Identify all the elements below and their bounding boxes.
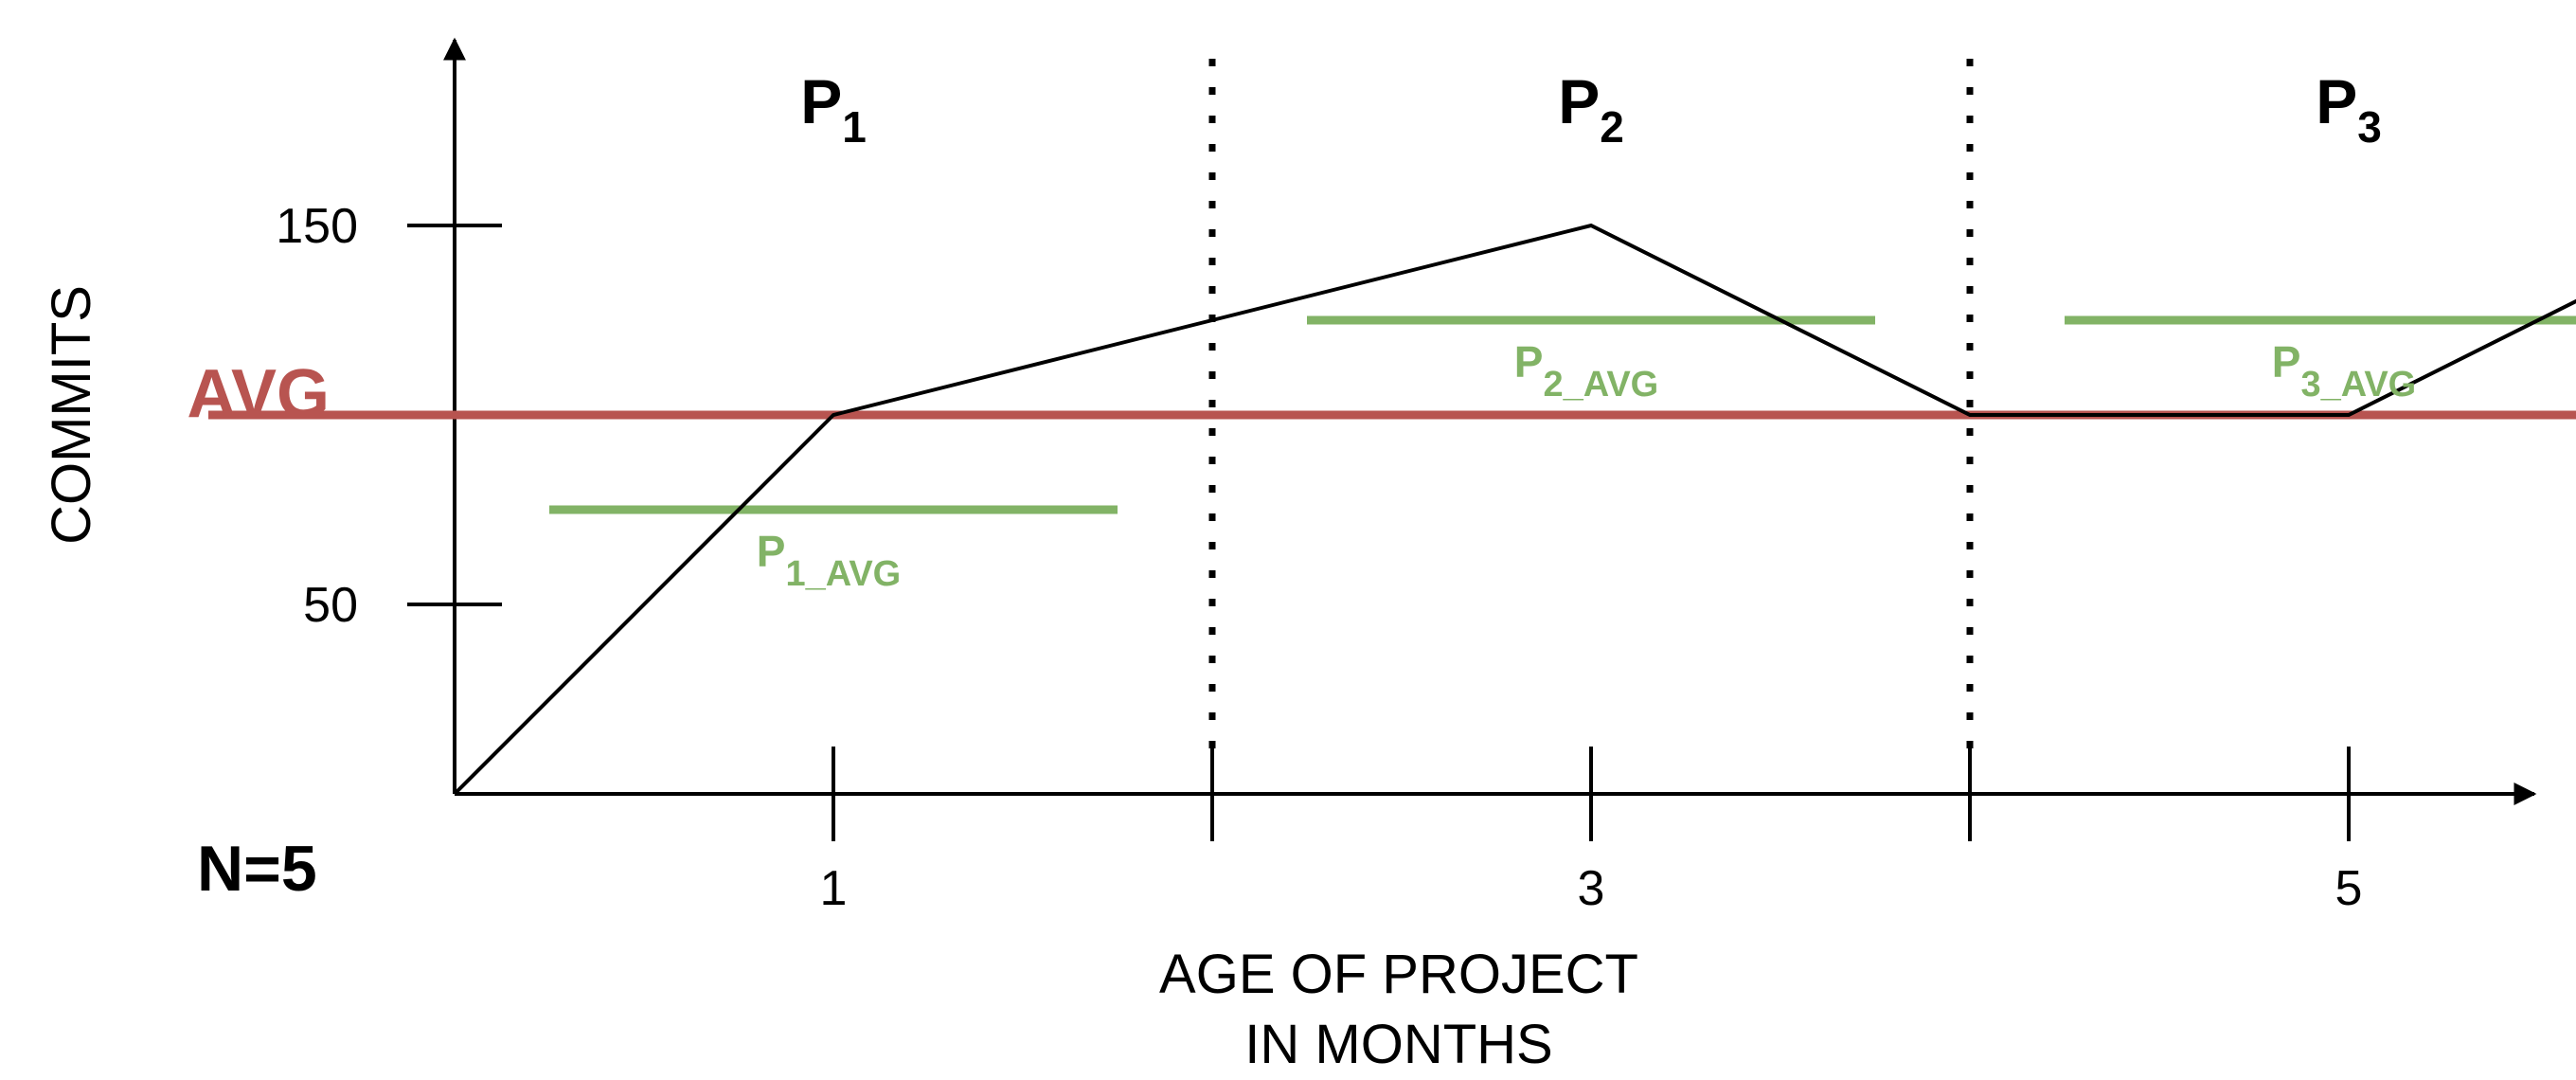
period-average-label-1: P1_AVG	[757, 527, 901, 594]
sample-size-label: N=5	[197, 833, 317, 905]
chart-labels: 1357950150AVGP1_AVGP2_AVGP3_AVGP4_AVGP5_…	[41, 66, 2416, 1075]
period-header-3-main: P	[2316, 66, 2357, 136]
period-average-label-2-sub: 2_AVG	[1543, 365, 1658, 405]
y-tick-label: 50	[303, 578, 358, 633]
commits-series	[453, 223, 2576, 796]
period-header-2-main: P	[1558, 66, 1600, 136]
period-average-label-3: P3_AVG	[2272, 337, 2416, 405]
y-axis-label: COMMITS	[41, 285, 102, 545]
x-axis-label-line-1: AGE OF PROJECT	[1159, 944, 1638, 1005]
x-tick-label: 1	[820, 861, 848, 916]
period-average-label-2-main: P	[1514, 337, 1544, 387]
overall-average-label: AVG	[187, 356, 330, 432]
period-header-3: P3	[2316, 66, 2382, 152]
x-tick-label: 3	[1578, 861, 1605, 916]
period-average-label-3-main: P	[2272, 337, 2301, 387]
period-average-label-1-main: P	[757, 527, 786, 576]
x-tick-label: 5	[2335, 861, 2363, 916]
period-header-2-sub: 2	[1600, 102, 1624, 152]
period-header-1-main: P	[800, 66, 842, 136]
period-boundaries	[1208, 59, 1974, 765]
period-header-2: P2	[1558, 66, 1624, 152]
x-axis-label-line-2: IN MONTHS	[1244, 1014, 1552, 1075]
period-average-label-1-sub: 1_AVG	[785, 554, 901, 594]
commits-line	[453, 223, 2576, 796]
y-tick-label: 150	[276, 199, 358, 254]
period-header-1-sub: 1	[842, 102, 867, 152]
axes	[407, 37, 2537, 841]
period-header-3-sub: 3	[2357, 102, 2382, 152]
period-average-label-2: P2_AVG	[1514, 337, 1658, 405]
period-header-1: P1	[800, 66, 867, 152]
period-average-label-3-sub: 3_AVG	[2300, 365, 2416, 405]
